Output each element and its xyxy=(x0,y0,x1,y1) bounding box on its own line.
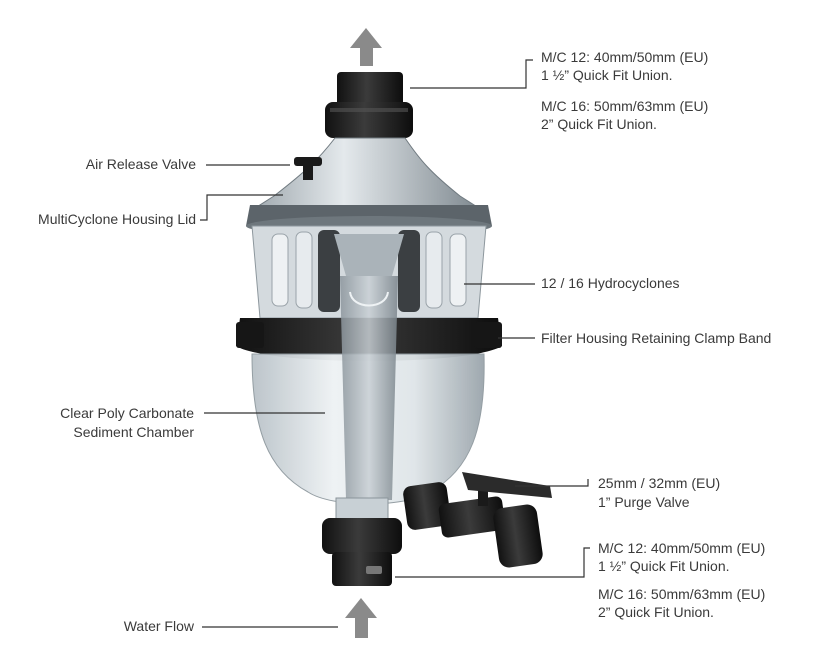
inlet-spec-line-3: M/C 16: 50mm/63mm (EU) xyxy=(598,586,766,602)
outlet-spec-line-1: M/C 12: 40mm/50mm (EU) xyxy=(541,49,709,65)
purge-valve-spec-line-2: 1” Purge Valve xyxy=(598,494,690,510)
water-flow-label: Water Flow xyxy=(123,618,194,634)
hydrocyclone-chamber xyxy=(251,225,487,319)
inlet-spec-line-2: 1 ½” Quick Fit Union. xyxy=(598,558,730,574)
leader-housing-lid xyxy=(200,194,283,221)
inlet-arrow-icon xyxy=(345,598,377,638)
housing-lid-label: MultiCyclone Housing Lid xyxy=(38,211,196,227)
purge-valve-icon xyxy=(403,472,552,568)
clamp-band-label: Filter Housing Retaining Clamp Band xyxy=(541,330,772,346)
sediment-chamber-label-line-1: Clear Poly Carbonate xyxy=(60,405,194,421)
outlet-arrow-icon xyxy=(350,28,382,66)
sediment-chamber-label-line-2: Sediment Chamber xyxy=(73,424,194,440)
outlet-spec-line-4: 2” Quick Fit Union. xyxy=(541,116,657,132)
leader-purge xyxy=(515,479,589,487)
inlet-union xyxy=(322,497,402,586)
leader-outlet xyxy=(410,59,533,89)
inlet-spec-line-1: M/C 12: 40mm/50mm (EU) xyxy=(598,540,766,556)
leader-inlet xyxy=(395,547,590,578)
hydrocyclones-label: 12 / 16 Hydrocyclones xyxy=(541,275,680,291)
inlet-spec-line-4: 2” Quick Fit Union. xyxy=(598,604,714,620)
outlet-spec-line-2: 1 ½” Quick Fit Union. xyxy=(541,67,673,83)
purge-valve-spec-line-1: 25mm / 32mm (EU) xyxy=(598,475,721,491)
leader-lines xyxy=(200,59,590,628)
outlet-spec-line-3: M/C 16: 50mm/63mm (EU) xyxy=(541,98,709,114)
upper-dome xyxy=(250,137,484,211)
air-release-valve-icon xyxy=(294,157,322,180)
central-pipe xyxy=(340,276,398,500)
outlet-union xyxy=(325,72,413,138)
air-release-valve-label: Air Release Valve xyxy=(85,156,196,172)
